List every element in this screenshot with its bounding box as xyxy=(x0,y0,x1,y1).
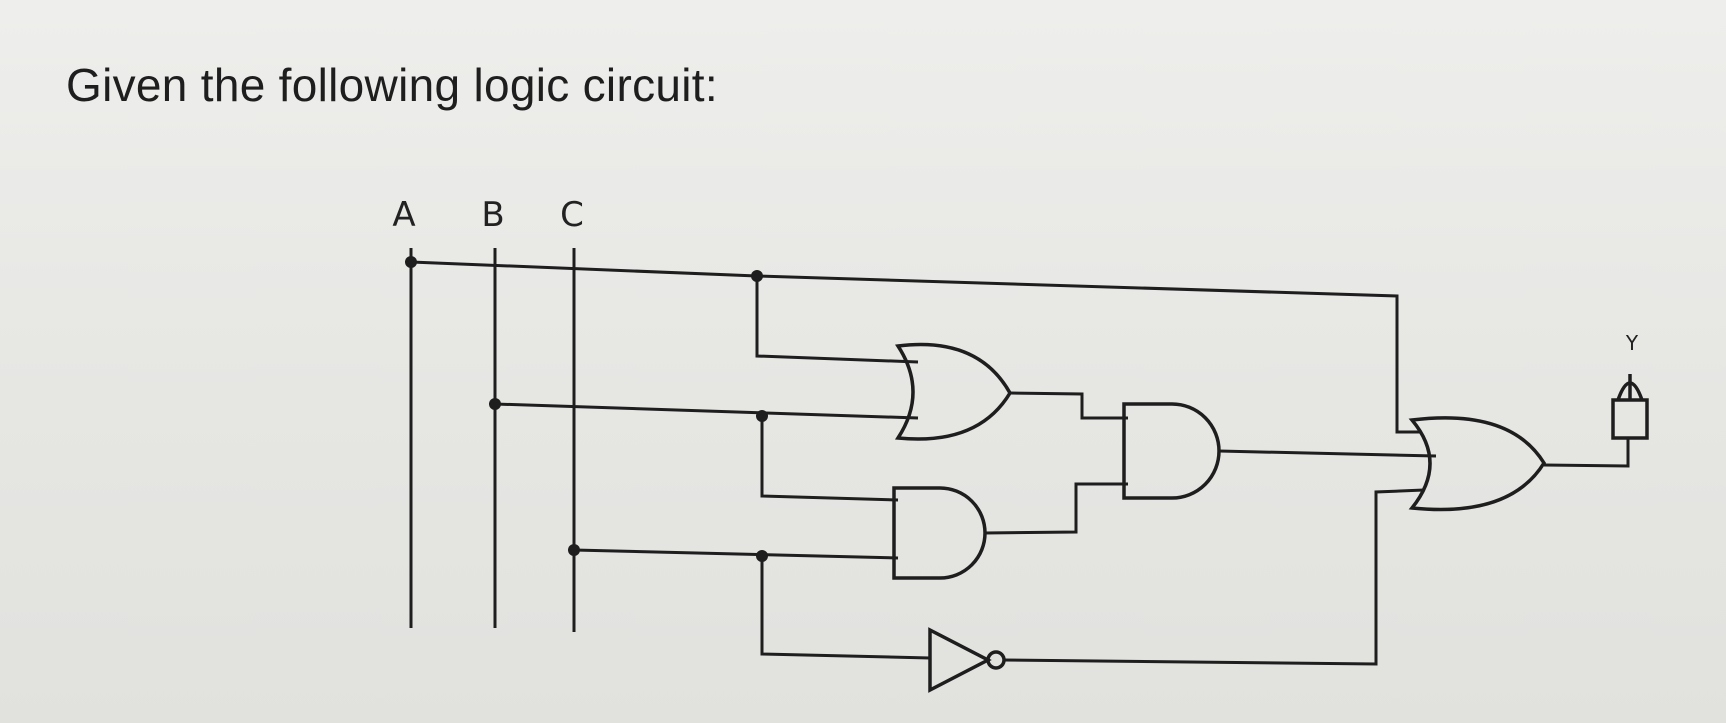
and-gate-2 xyxy=(892,486,987,580)
wire-not-to-or2 xyxy=(1003,488,1425,666)
wire-and1-to-or2 xyxy=(1218,449,1437,458)
question-text: Given the following logic circuit: xyxy=(66,59,718,111)
or-gate-1 xyxy=(894,342,1013,441)
junction-c xyxy=(568,544,580,556)
wire-or2-to-output xyxy=(1543,438,1630,468)
output-label-y: Y xyxy=(1625,331,1639,355)
wire-b-to-and2 xyxy=(760,416,899,502)
output-probe xyxy=(1611,398,1649,440)
input-label-c: C xyxy=(560,195,584,235)
output-probe-cap xyxy=(1616,381,1644,401)
input-label-b: B xyxy=(481,195,504,235)
and-gate-1 xyxy=(1122,402,1221,500)
junction-b xyxy=(489,398,501,410)
input-label-a: A xyxy=(392,195,415,235)
or-gate-2 xyxy=(1408,416,1547,512)
wire-a-to-or1 xyxy=(755,276,919,364)
not-gate xyxy=(928,627,992,693)
wire-b-bus xyxy=(494,402,919,420)
wire-or1-to-and1 xyxy=(1009,391,1128,420)
wire-c-to-not xyxy=(760,556,931,660)
wire-and2-to-and1 xyxy=(984,482,1128,535)
junction-a xyxy=(405,256,417,268)
wire-a-bus xyxy=(410,260,1420,434)
wire-c-bus xyxy=(573,548,899,560)
